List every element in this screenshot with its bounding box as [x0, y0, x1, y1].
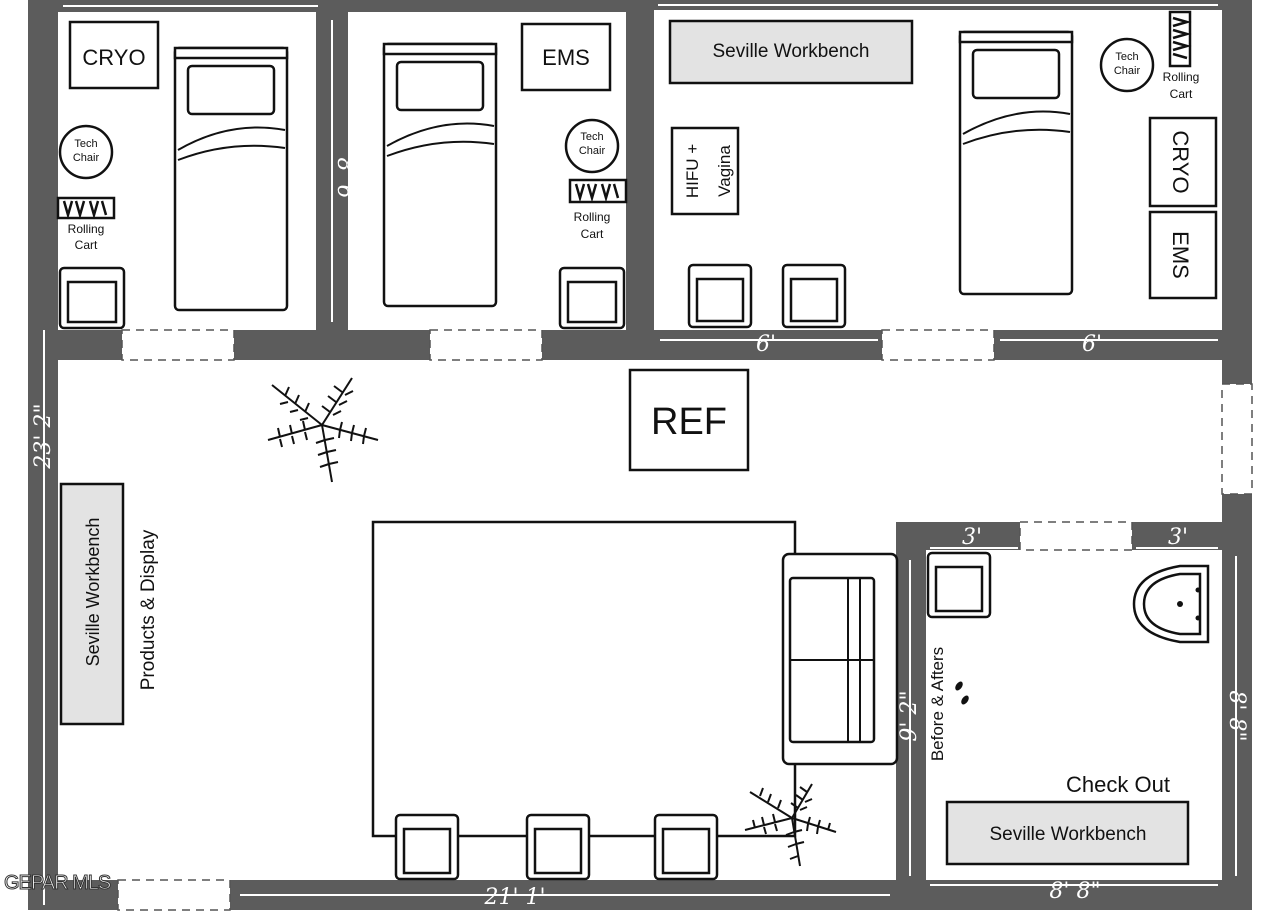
dimension-lines — [43, 4, 1237, 905]
products-display-label: Products & Display — [138, 529, 159, 690]
workbench-label: Seville Workbench — [989, 824, 1146, 845]
room-top-middle: EMS Tech Chair Rolling Cart — [382, 22, 628, 330]
bed-top-middle — [382, 42, 498, 308]
tech-chair-icon — [58, 124, 114, 180]
main-area: REF Seville Workbench Products & Display — [31, 368, 899, 910]
seville-workbench-left — [59, 482, 125, 726]
tech-chair-label-1: Tech — [580, 131, 603, 143]
cryo-machine — [1148, 116, 1218, 208]
armchair-icon — [394, 813, 460, 881]
tech-chair-icon — [1099, 37, 1155, 93]
room-top-right: Seville Workbench HIFU + Vagina Tech Cha… — [668, 10, 1218, 357]
ems-label: EMS — [1168, 231, 1193, 279]
palm-plant-icon — [267, 377, 379, 483]
rolling-cart-icon — [56, 196, 116, 220]
dimension-23-2: 23' 2" — [31, 403, 56, 469]
armchair-icon — [781, 263, 847, 329]
tech-chair-label-1: Tech — [1115, 51, 1138, 63]
tech-chair-label-2: Chair — [579, 145, 606, 157]
armchair-icon — [558, 266, 626, 330]
rolling-cart-label-2: Cart — [1170, 87, 1193, 101]
dimension-3-left: 3' — [962, 525, 982, 550]
bed-top-right — [958, 30, 1074, 296]
armchair-icon — [525, 813, 591, 881]
room-checkout: 3' 3' Before & Afters 9' 2" 8' 8" Check … — [897, 525, 1249, 904]
workbench-label: Seville Workbench — [712, 41, 869, 62]
rolling-cart-label-2: Cart — [581, 227, 604, 241]
hifu-label-1: HIFU + — [683, 144, 702, 198]
dimension-6-left: 6' — [756, 332, 776, 357]
rolling-cart-label-1: Rolling — [68, 222, 105, 236]
tech-chair-label-2: Chair — [1114, 65, 1141, 77]
hifu-machine — [670, 126, 740, 216]
workbench-label: Seville Workbench — [83, 518, 103, 667]
dimension-8-8-right: 8' 8" — [1224, 690, 1249, 741]
door-openings — [117, 329, 1253, 911]
rolling-cart-icon — [1168, 10, 1192, 68]
palm-plant-icon — [744, 783, 837, 867]
rolling-cart-label-2: Cart — [75, 238, 98, 252]
watermark: GEPAR MLS — [4, 872, 111, 894]
armchair-icon — [687, 263, 753, 329]
ref-label: REF — [651, 401, 727, 443]
camera-icon — [955, 681, 969, 705]
tech-chair-label-2: Chair — [73, 152, 100, 164]
ems-machine — [520, 22, 612, 92]
rolling-cart-icon — [568, 178, 628, 204]
dimension-3-right: 3' — [1168, 525, 1188, 550]
hifu-label-2: Vagina — [715, 145, 734, 197]
ems-machine — [1148, 210, 1218, 300]
ems-label: EMS — [542, 45, 590, 70]
sofa-icon — [781, 552, 899, 766]
armchair-icon — [58, 266, 126, 330]
dimension-8-8-bottom: 8' 8" — [1049, 879, 1100, 904]
rug-area — [371, 520, 797, 838]
seville-workbench-top — [668, 19, 914, 85]
dimension-21-1: 21' 1' — [483, 885, 545, 910]
dimension-6-right: 6' — [1082, 332, 1102, 357]
seville-workbench-checkout — [945, 800, 1190, 866]
before-afters-label: Before & Afters — [928, 647, 947, 761]
cryo-machine — [68, 20, 160, 90]
tech-chair-label-1: Tech — [74, 138, 97, 150]
bed-top-left — [173, 46, 289, 312]
ref-box — [628, 368, 750, 472]
check-out-label: Check Out — [1066, 772, 1170, 797]
rolling-cart-label-1: Rolling — [1163, 70, 1200, 84]
dimension-9-2: 9' 2" — [897, 690, 922, 741]
tech-chair-icon — [564, 118, 620, 174]
cryo-label: CRYO — [1168, 130, 1193, 193]
room-top-left: CRYO Tech Chair Rolling Cart 8' 6 — [56, 20, 357, 330]
rolling-cart-label-1: Rolling — [574, 210, 611, 224]
armchair-icon — [926, 551, 992, 619]
armchair-icon — [653, 813, 719, 881]
dimension-8-6: 8' 6 — [332, 157, 357, 198]
sink-icon — [1132, 564, 1210, 644]
cryo-label: CRYO — [82, 45, 145, 70]
